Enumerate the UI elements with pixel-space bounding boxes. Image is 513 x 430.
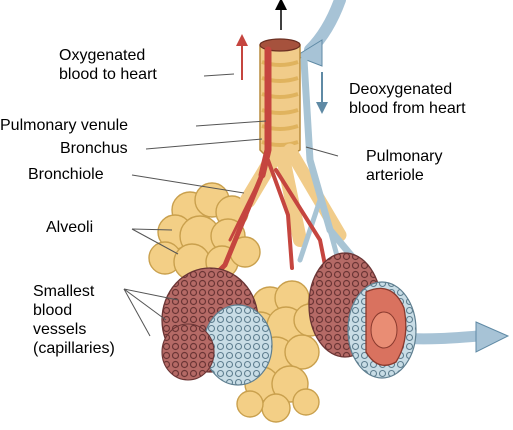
capillary-net-left bbox=[161, 267, 273, 386]
label-bronchiole: Bronchiole bbox=[28, 166, 104, 183]
label-capillaries-line1: Smallest bbox=[33, 283, 95, 300]
vessel-flow-arrows bbox=[236, 0, 328, 114]
label-deoxygenated-line1: Deoxygenated bbox=[349, 81, 453, 98]
label-capillaries-line2: blood bbox=[33, 302, 73, 319]
label-alveoli: Alveoli bbox=[46, 219, 94, 236]
deoxygenated-flow-arrow bbox=[294, 0, 346, 67]
label-capillaries-line4: (capillaries) bbox=[33, 340, 115, 357]
label-oxygenated-line1: Oxygenated bbox=[59, 47, 146, 64]
label-oxygenated-line2: blood to heart bbox=[59, 66, 157, 83]
label-pulmonary-venule: Pulmonary venule bbox=[0, 117, 129, 134]
label-bronchus: Bronchus bbox=[60, 140, 128, 157]
label-pulmonary-arteriole-line1: Pulmonary bbox=[366, 148, 443, 165]
label-deoxygenated-line2: blood from heart bbox=[349, 100, 466, 117]
label-capillaries-line3: vessels bbox=[33, 321, 87, 338]
label-pulmonary-arteriole-line2: arteriole bbox=[366, 167, 424, 184]
capillary-net-right bbox=[308, 252, 417, 379]
leader-lines bbox=[123, 73, 339, 337]
